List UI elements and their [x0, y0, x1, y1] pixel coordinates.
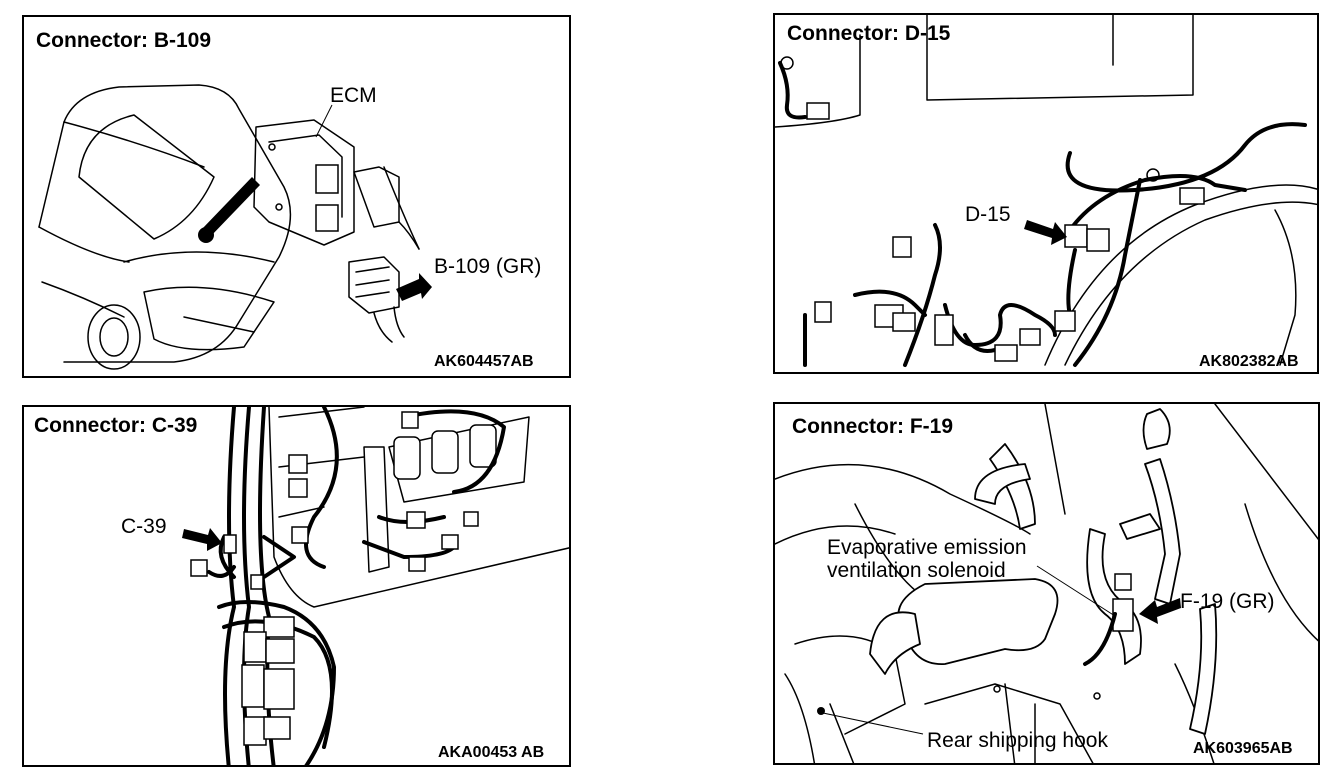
figure-code: AK802382AB — [1199, 353, 1299, 370]
callout-line-1: Evaporative emission — [827, 536, 1027, 559]
callout-f19: F-19 (GR) — [1180, 590, 1275, 613]
callout-line-2: ventilation solenoid — [827, 559, 1006, 582]
illustration-f19-location — [775, 404, 1318, 763]
callout-ecm: ECM — [330, 84, 377, 107]
panel-connector-f19: Connector: F-19 Evaporative emission ven… — [773, 402, 1320, 765]
panel-title: Connector: C-39 — [34, 414, 198, 437]
callout-b109: B-109 (GR) — [434, 255, 542, 278]
panel-title: Connector: D-15 — [787, 22, 951, 45]
figure-code: AK604457AB — [434, 353, 534, 370]
callout-rear-shipping-hook: Rear shipping hook — [927, 729, 1108, 752]
illustration-ecm-location — [38, 84, 432, 370]
panel-title: Connector: B-109 — [36, 29, 212, 52]
panel-connector-d15: Connector: D-15 D-15 AK802382AB — [773, 13, 1319, 374]
callout-c39: C-39 — [121, 515, 167, 538]
figure-code: AK603965AB — [1193, 740, 1293, 757]
illustration-c39-location — [182, 407, 569, 765]
panel-title: Connector: F-19 — [792, 415, 954, 438]
callout-d15: D-15 — [965, 203, 1011, 226]
illustration-d15-location — [775, 15, 1317, 367]
panel-connector-c39: Connector: C-39 C-39 AKA00453 AB — [22, 405, 571, 767]
figure-code: AKA00453 AB — [438, 744, 545, 761]
callout-evaporative-emission-solenoid: Evaporative emission ventilation solenoi… — [827, 536, 1027, 582]
panel-connector-b109: Connector: B-109 ECM B-109 (GR) AK604457… — [22, 15, 571, 378]
